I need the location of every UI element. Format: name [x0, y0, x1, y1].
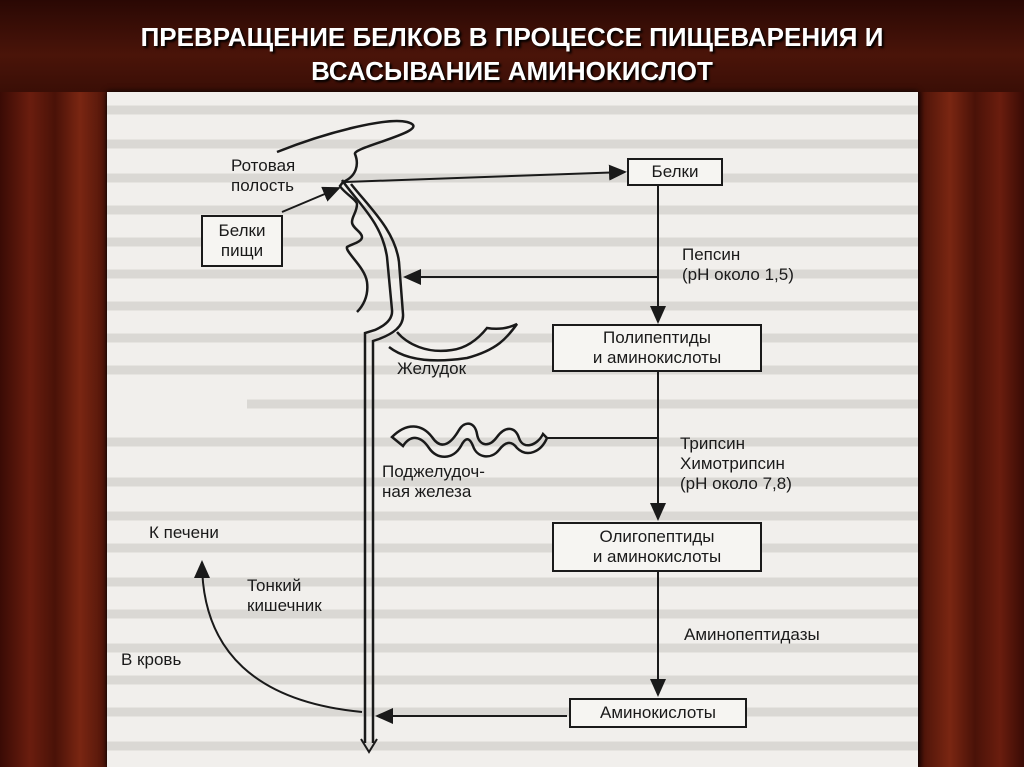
aminoacids-box: Аминокислоты — [569, 698, 747, 728]
stomach-outline — [388, 322, 519, 362]
slide-title-line2: ВСАСЫВАНИЕ АМИНОКИСЛОТ — [311, 56, 713, 86]
mouth-label-2: полость — [231, 176, 294, 195]
polypeptides-box: Полипептиды и аминокислоты — [552, 324, 762, 372]
food-proteins-line2: пищи — [220, 241, 264, 260]
slide-title-line1: ПРЕВРАЩЕНИЕ БЕЛКОВ В ПРОЦЕССЕ ПИЩЕВАРЕНИ… — [140, 22, 884, 52]
mouth-label-1: Ротовая — [231, 156, 296, 175]
food-proteins-line1: Белки — [218, 221, 266, 240]
esophagus-outer — [340, 179, 394, 743]
enzymes-ph-label: (pH около 7,8) — [680, 474, 792, 493]
arrow-proteins-to-stomach — [403, 186, 659, 285]
stomach-label: Желудок — [397, 359, 467, 378]
to-blood-label: В кровь — [121, 650, 182, 669]
oligopeptides-line2: и аминокислоты — [592, 547, 722, 566]
diagram-drawing — [107, 105, 918, 754]
proteins-box: Белки — [627, 158, 723, 186]
aminopeptidases-label: Аминопептидазы — [684, 625, 820, 644]
pepsin-label: Пепсин — [682, 245, 741, 264]
arrow-food-to-mouth — [281, 186, 341, 213]
oligopeptides-line1: Олигопептиды — [599, 527, 715, 546]
diagram-figure: Ротовая полость Белки пищи Белки Пепсин … — [107, 92, 918, 767]
aminoacids-box-label: Аминокислоты — [600, 703, 716, 722]
intestine-label-1: Тонкий — [247, 576, 302, 595]
to-liver-label: К печени — [149, 523, 219, 542]
oligopeptides-box: Олигопептиды и аминокислоты — [552, 522, 762, 572]
intestine-end-arrow — [360, 738, 378, 754]
head-profile — [276, 119, 415, 313]
intestine-label-2: кишечник — [247, 596, 322, 615]
arrow-mouth-to-proteins — [344, 164, 627, 183]
arrow-to-liver — [194, 560, 363, 713]
pancreas-label-2: ная железа — [382, 482, 472, 501]
pancreas-label-1: Поджелудоч- — [382, 462, 485, 481]
chymotrypsin-label: Химотрипсин — [680, 454, 785, 473]
trypsin-label: Трипсин — [680, 434, 745, 453]
esophagus-inner — [350, 183, 405, 743]
food-proteins-box: Белки пищи — [201, 215, 283, 267]
polypeptides-line1: Полипептиды — [602, 328, 711, 347]
title-band — [0, 0, 1024, 92]
proteins-box-label: Белки — [651, 162, 699, 181]
polypeptides-line2: и аминокислоты — [592, 348, 722, 367]
pepsin-ph-label: (pH около 1,5) — [682, 265, 794, 284]
